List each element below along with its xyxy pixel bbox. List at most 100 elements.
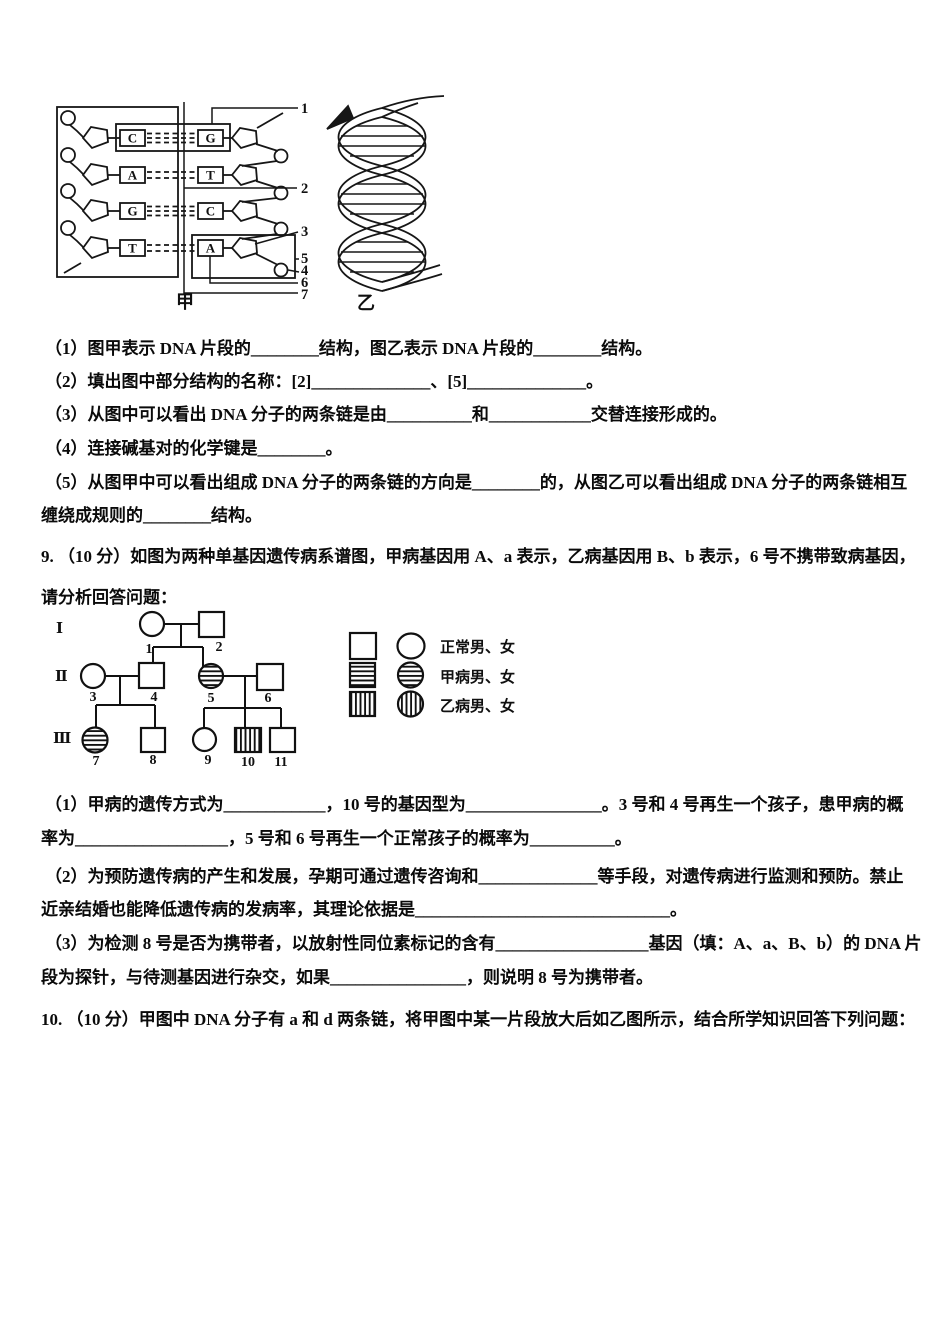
generation-label-2: Ⅱ <box>55 669 68 685</box>
left-strand-outline <box>56 106 179 278</box>
q8-sub5-cont: 缠绕成规则的________结构。 <box>41 506 262 525</box>
callout-1: 1 <box>301 101 308 117</box>
q9-stem: 9. （10 分）如图为两种单基因遗传病系谱图，甲病基因用 A、a 表示，乙病基… <box>41 547 916 566</box>
figure-label-jia: 甲 <box>176 292 194 312</box>
callout-4: 4 <box>301 263 308 279</box>
base-letter: T <box>128 241 137 256</box>
nucleotide-outline <box>191 234 296 279</box>
base-letter: A <box>128 168 138 183</box>
member-number: 10 <box>241 755 255 770</box>
q9-sub3: （3）为检测 8 号是否为携带者，以放射性同位素标记的含有___________… <box>45 934 922 953</box>
phosphate-icon <box>273 148 289 164</box>
callout-5: 5 <box>301 251 308 267</box>
legend-label-diseaseA: 甲病男、女 <box>440 668 515 686</box>
deoxyribose-icon <box>230 237 258 260</box>
generation-label-1: Ⅰ <box>56 621 63 637</box>
legend-diseaseB-female-icon <box>396 690 425 718</box>
pedigree-member-4 <box>137 661 166 690</box>
base-box <box>119 202 146 220</box>
phosphate-icon <box>273 221 289 237</box>
phosphate-icon <box>273 185 289 201</box>
callout-leaders <box>183 102 300 294</box>
base-box <box>119 239 146 257</box>
helix-rungs <box>339 125 425 273</box>
legend-diseaseA-male-icon <box>348 661 377 689</box>
callout-6: 6 <box>301 275 308 291</box>
phosphate-icon <box>273 262 289 278</box>
legend-normal-female-icon <box>396 632 426 660</box>
member-number: 3 <box>90 690 97 705</box>
callout-2: 2 <box>301 181 308 197</box>
pedigree-members <box>79 610 297 754</box>
base-letter: G <box>127 204 137 219</box>
base-letter: T <box>206 168 215 183</box>
member-numbers: 1 2 3 4 5 6 7 8 9 10 11 <box>90 640 288 770</box>
deoxyribose-icon <box>230 164 258 187</box>
deoxyribose-icon <box>81 126 109 150</box>
base-box <box>119 166 146 184</box>
deoxyribose-icon <box>81 199 109 223</box>
pedigree-lines <box>95 623 282 728</box>
q9-stem-cont: 请分析回答问题： <box>41 588 177 607</box>
q8-sub4: （4）连接碱基对的化学键是________。 <box>45 439 343 458</box>
base-letter: A <box>206 241 216 256</box>
pedigree-member-7 <box>81 726 109 754</box>
pedigree-member-6 <box>255 662 285 692</box>
base-letter: C <box>206 204 215 219</box>
pedigree-member-3 <box>79 662 107 690</box>
member-number: 11 <box>274 755 287 770</box>
helix-ribbon-tip <box>326 104 355 130</box>
base-box <box>119 129 146 147</box>
member-number: 8 <box>150 753 157 768</box>
callout-7: 7 <box>301 287 308 303</box>
phosphate-icon <box>60 110 76 126</box>
legend-normal-male-icon <box>348 631 378 661</box>
phosphate-icon <box>60 183 76 199</box>
legend-label-normal: 正常男、女 <box>440 638 515 656</box>
q8-sub2: （2）填出图中部分结构的名称：[2]______________、[5]____… <box>45 372 604 391</box>
pedigree-member-1 <box>138 610 166 638</box>
dna-fragment-right <box>197 112 289 278</box>
legend-label-diseaseB: 乙病男、女 <box>440 697 515 715</box>
callout-3: 3 <box>301 224 308 240</box>
q8-sub1: （1）图甲表示 DNA 片段的________结构，图乙表示 DNA 片段的__… <box>45 339 653 358</box>
q9-sub1: （1）甲病的遗传方式为____________，10 号的基因型为_______… <box>45 795 904 814</box>
legend-diseaseB-male-icon <box>348 690 377 718</box>
deoxyribose-icon <box>230 127 258 150</box>
pedigree-member-2 <box>197 610 226 639</box>
member-number: 2 <box>216 640 223 655</box>
q8-sub3: （3）从图中可以看出 DNA 分子的两条链是由__________和______… <box>45 405 727 424</box>
pedigree-member-5 <box>197 662 225 690</box>
member-number: 7 <box>93 754 100 769</box>
deoxyribose-icon <box>81 163 109 187</box>
base-letters: C A G T G T C A <box>127 131 215 256</box>
q8-sub5: （5）从图甲中可以看出组成 DNA 分子的两条链的方向是________的，从图… <box>45 473 908 492</box>
member-number: 5 <box>208 691 215 706</box>
base-letter: G <box>205 131 215 146</box>
pedigree-figure: Ⅰ Ⅱ Ⅲ 1 2 3 4 5 6 7 8 9 10 11 <box>53 610 515 770</box>
q9-sub2: （2）为预防遗传病的产生和发展，孕期可通过遗传咨询和______________… <box>45 867 904 886</box>
pedigree-member-8 <box>139 726 167 754</box>
phosphate-icon <box>60 147 76 163</box>
member-number: 4 <box>151 690 158 705</box>
pedigree-member-10 <box>233 726 263 754</box>
legend-diseaseA-female-icon <box>396 661 425 689</box>
q9-sub2-cont: 近亲结婚也能降低遗传病的发病率，其理论依据是__________________… <box>41 900 687 919</box>
callout-numbers: 1 2 3 5 4 6 7 <box>301 101 308 303</box>
member-number: 9 <box>205 753 212 768</box>
dna-fragment-left <box>56 106 296 279</box>
pedigree-member-9 <box>191 726 218 753</box>
generation-labels: Ⅰ Ⅱ Ⅲ <box>53 621 71 747</box>
pedigree-legend: 正常男、女 甲病男、女 乙病男、女 <box>348 631 515 718</box>
q10-stem: 10. （10 分）甲图中 DNA 分子有 a 和 d 两条链，将甲图中某一片段… <box>41 1010 916 1029</box>
double-helix-figure <box>326 95 445 292</box>
member-number: 1 <box>146 642 153 657</box>
member-number: 6 <box>265 691 272 706</box>
generation-label-3: Ⅲ <box>53 731 71 747</box>
q9-sub3-cont: 段为探针，与待测基因进行杂交，如果________________，则说明 8 … <box>41 968 653 987</box>
deoxyribose-icon <box>81 236 109 260</box>
phosphate-icon <box>60 220 76 236</box>
pedigree-member-11 <box>268 726 297 754</box>
q9-sub1-cont: 率为__________________，5 号和 6 号再生一个正常孩子的概率… <box>41 829 632 848</box>
